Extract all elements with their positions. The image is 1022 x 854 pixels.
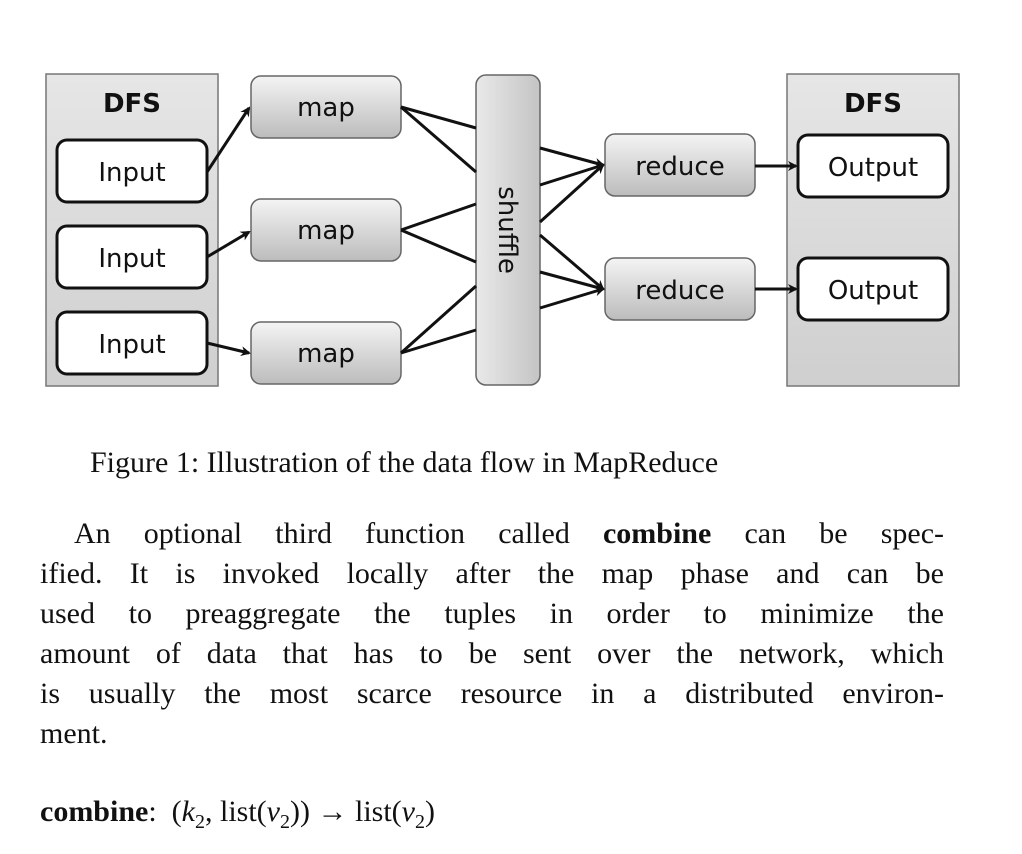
map-node-1: map [250,75,402,139]
paragraph: An optional third function called combin… [40,514,944,754]
formula-rhs-list: list( [354,795,402,828]
arrow-shuffle-reduce2-c [539,286,605,310]
map-label-3: map [297,339,355,369]
arrow-shuffle-reduce1-b [539,162,605,187]
input-node-1: Input [55,138,209,204]
edge-map3-shuffle-b [400,328,477,355]
mapreduce-figure: DFS DFS Input Input Input map map map sh… [45,73,960,387]
reduce-label-1: reduce [635,152,724,182]
paragraph-line-4: amount of data that has to be sent over … [40,637,944,670]
formula-arrow: → [317,795,348,828]
paragraph-line-1-start: An optional third function called [74,517,603,550]
arrow-shuffle-reduce1-c [538,163,605,224]
shuffle-node: shuffle [475,74,541,386]
arrow-shuffle-reduce1-a [539,146,605,168]
edge-map2-shuffle-b [400,228,477,264]
map-node-3: map [250,321,402,385]
input-node-2: Input [55,224,209,290]
dfs-right-label: DFS [844,89,902,119]
formula-rhs-v: v [401,795,415,828]
output-label-1: Output [828,153,918,183]
formula-rhs-v-sub: 2 [414,811,425,833]
edge-map2-shuffle-a [400,202,477,232]
reduce-node-2: reduce [604,257,756,321]
edge-map1-shuffle-a [400,105,477,130]
paragraph-line-5: is usually the most scarce resource in a… [40,677,944,710]
input-node-3: Input [55,310,209,376]
map-label-1: map [297,93,355,123]
formula-k: k [181,795,195,828]
input-label-2: Input [98,244,165,274]
formula-k-sub: 2 [195,811,205,833]
output-label-2: Output [828,276,918,306]
dfs-right-container: DFS [786,73,960,387]
arrow-shuffle-reduce2-a [539,233,605,291]
reduce-label-2: reduce [635,276,724,306]
formula-v: v [266,795,280,828]
map-label-2: map [297,216,355,246]
combine-term: combine [602,517,712,550]
input-label-3: Input [98,330,165,360]
paragraph-line-3: used to preaggregate the tuples in order… [40,597,944,630]
arrow-input2-map2 [206,230,251,259]
arrow-shuffle-reduce2-b [539,270,605,292]
reduce-node-1: reduce [604,133,756,197]
output-node-1: Output [796,133,950,199]
formula-open-paren: ( [171,795,182,828]
formula-name: combine [40,795,149,828]
paragraph-line-6: ment. [40,717,108,750]
figure-caption: Figure 1: Illustration of the data flow … [90,446,719,479]
map-node-2: map [250,198,402,262]
arrow-input1-map1 [205,106,251,173]
arrow-input3-map3 [206,341,251,357]
paragraph-line-2: ified. It is invoked locally after the m… [40,557,944,590]
output-node-2: Output [796,256,950,322]
input-label-1: Input [98,158,165,188]
edge-map1-shuffle-b [400,105,477,174]
paragraph-line-1-end: can be spec- [711,517,944,550]
paragraph-line-1: An optional third function called combin… [40,514,944,554]
dfs-left-label: DFS [103,89,161,119]
edge-map3-shuffle-a [400,284,477,355]
formula-list-open: , list( [205,795,267,828]
formula-colon: : [148,795,157,828]
formula-close-parens: )) [290,795,310,828]
shuffle-label: shuffle [492,186,522,274]
formula-rhs-close: ) [424,795,435,828]
combine-formula: combine: (k2, list(v2)) → list(v2) [40,792,435,832]
formula-v-sub: 2 [280,811,290,833]
